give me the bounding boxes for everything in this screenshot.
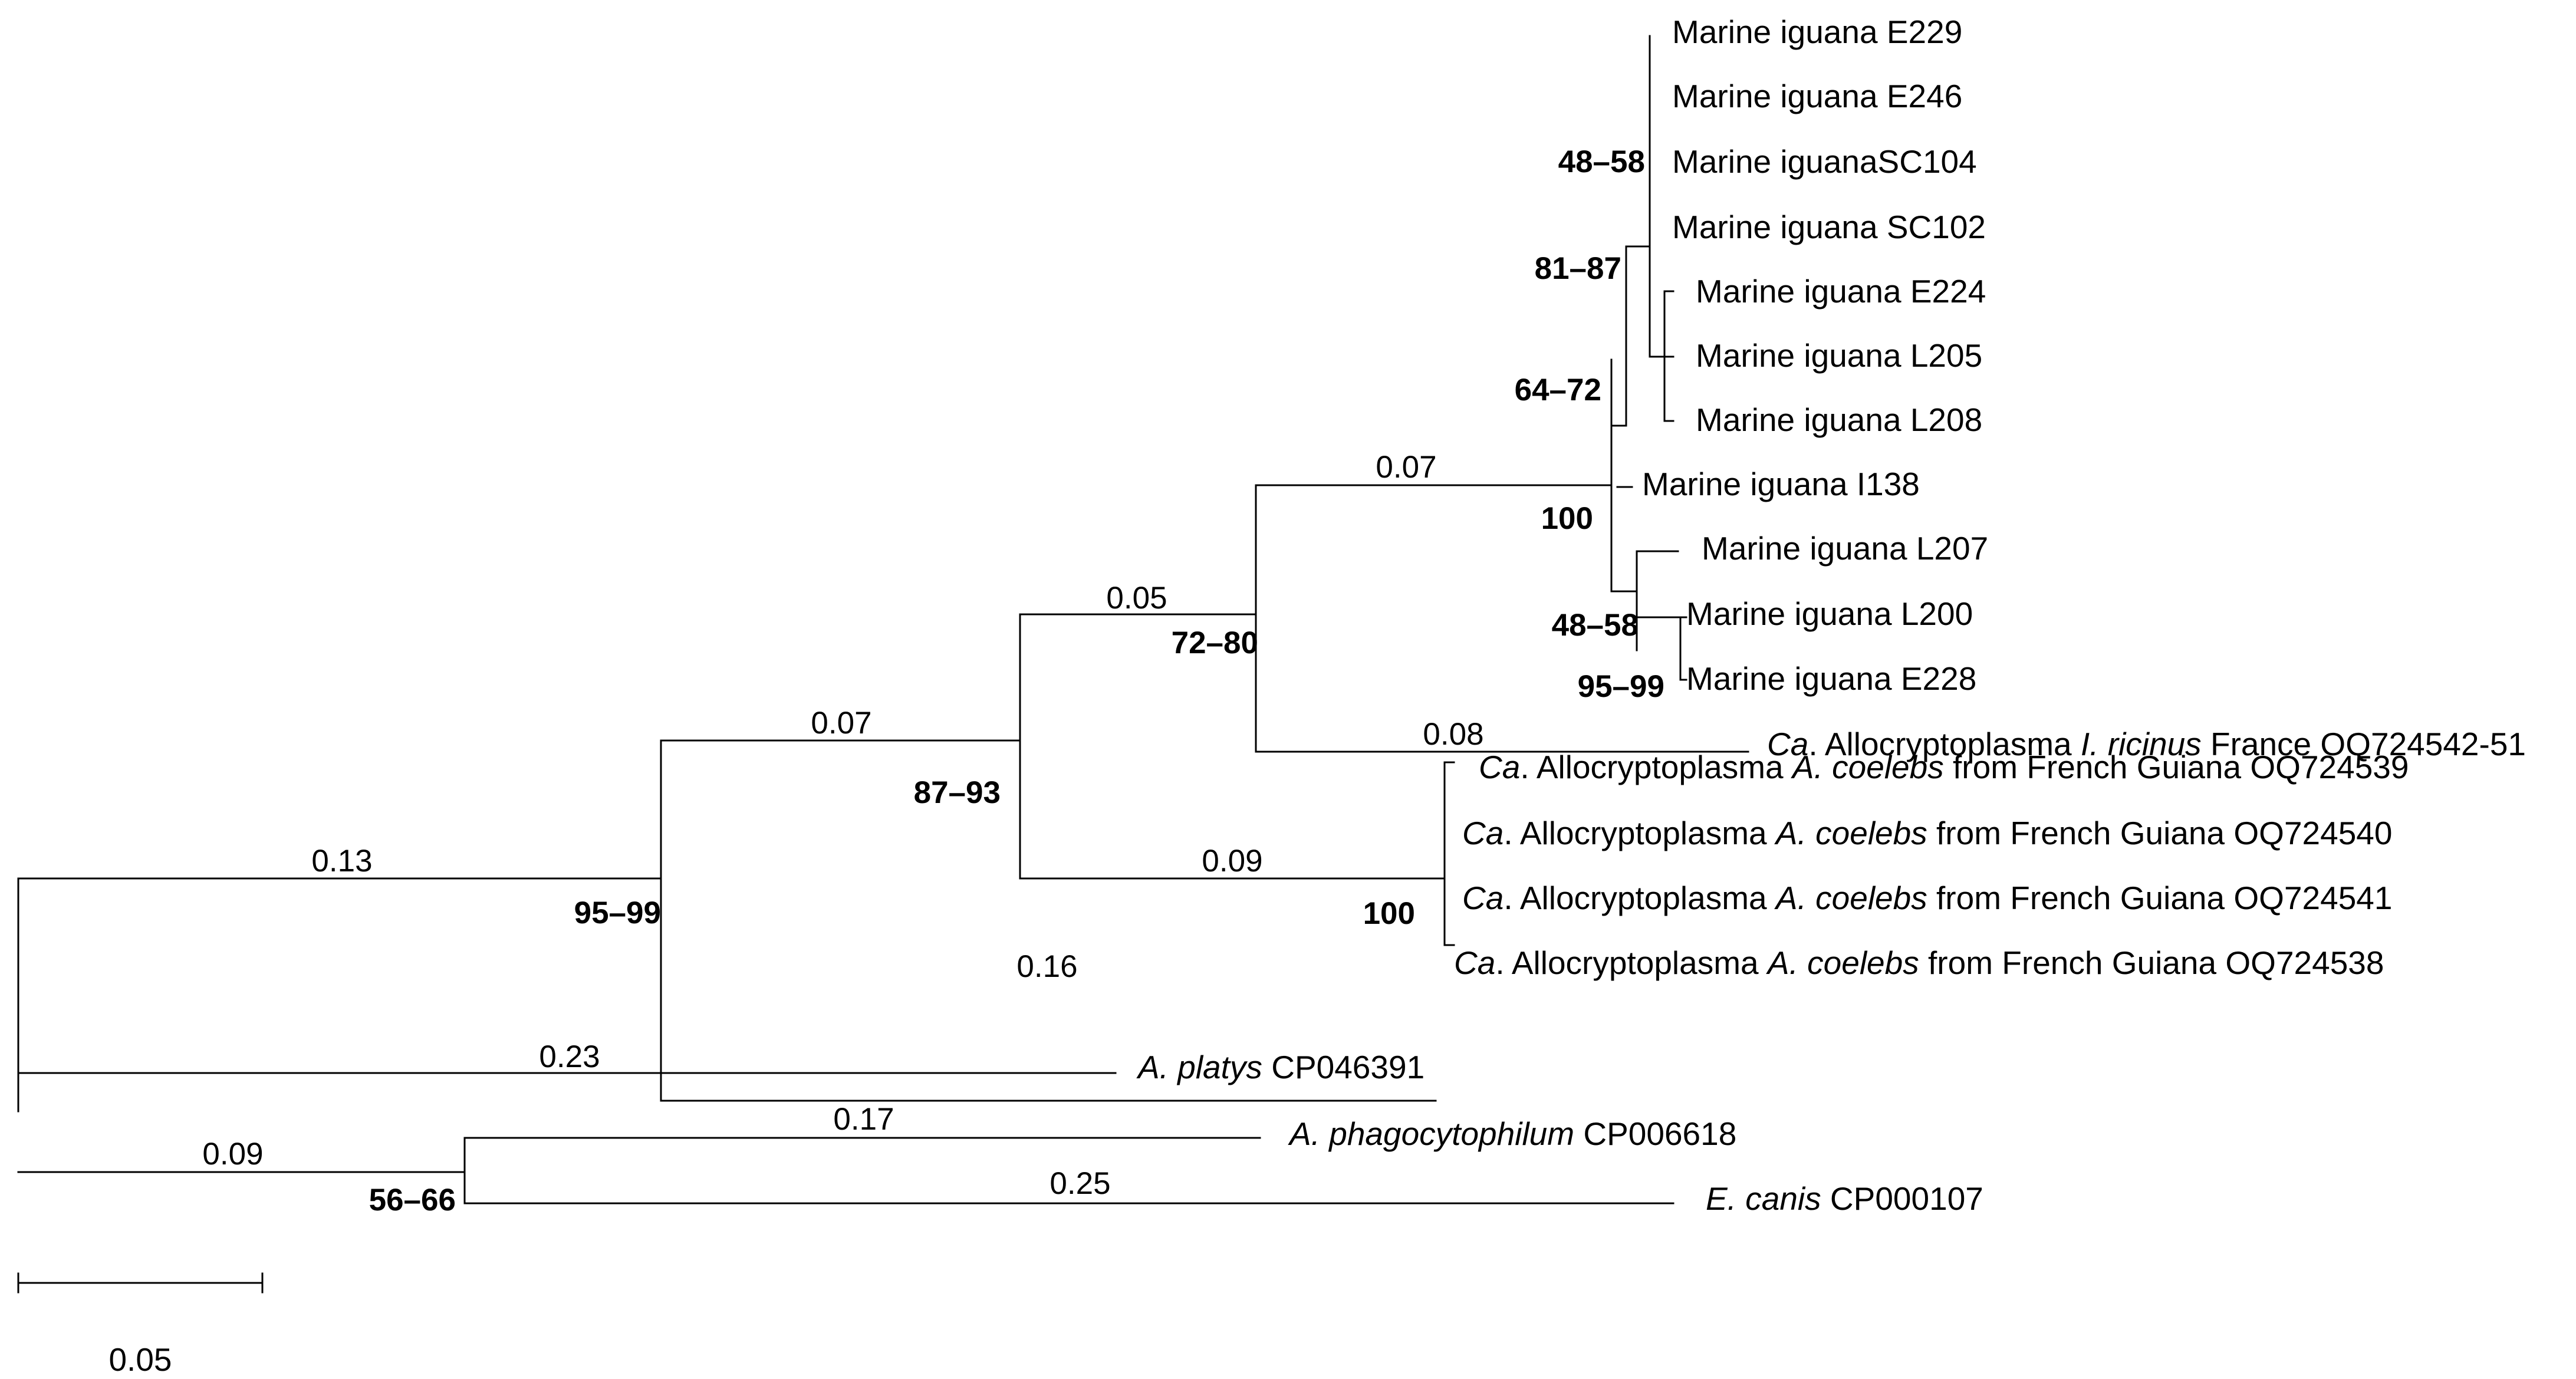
branch-length-labels: 0.13 0.07 0.05 0.07 0.08 0.09 0.16 0.23 0.09 0.17… bbox=[202, 450, 1483, 1201]
tip-label-e229: Marine iguana E229 bbox=[1672, 14, 1962, 50]
branch-7 bbox=[1625, 35, 1651, 358]
branch-length-platys: 0.23 bbox=[539, 1039, 600, 1074]
branch-24 bbox=[17, 1137, 466, 1204]
tip-label-phago: A. phagocytophilum CP006618 bbox=[1288, 1115, 1736, 1152]
bootstrap-root-ca: 95–99 bbox=[574, 896, 661, 930]
tip-label-e228: Marine iguana E228 bbox=[1686, 660, 1976, 697]
scale-bar-label: 0.05 bbox=[108, 1341, 172, 1378]
bootstrap-ca-upper: 87–93 bbox=[914, 775, 1001, 810]
branch-1 bbox=[17, 739, 662, 1102]
branch-length-ca-inner: 0.05 bbox=[1106, 581, 1167, 616]
bootstrap-ca-inner: 72–80 bbox=[1172, 626, 1258, 660]
branch-length-root-ca: 0.13 bbox=[311, 844, 372, 878]
tip-label-canis: E. canis CP000107 bbox=[1706, 1180, 1983, 1217]
branch-13 bbox=[1610, 550, 1638, 651]
branch-15 bbox=[1636, 616, 1682, 681]
tip-label-e224: Marine iguana E224 bbox=[1696, 273, 1986, 310]
tip-label-l208: Marine iguana L208 bbox=[1696, 401, 1982, 438]
branch-length-ricinus: 0.08 bbox=[1423, 717, 1483, 752]
bootstrap-upper-iguana: 64–72 bbox=[1515, 373, 1601, 407]
branch-length-iguana-clade: 0.07 bbox=[1376, 450, 1436, 485]
tip-label-sc104: Marine iguanaSC104 bbox=[1672, 143, 1977, 180]
branch-length-oq724538: 0.16 bbox=[1016, 949, 1077, 984]
branch-length-phago: 0.17 bbox=[833, 1102, 894, 1137]
scale-bar-line bbox=[17, 1272, 264, 1294]
tip-label-platys: A. platys CP046391 bbox=[1136, 1049, 1424, 1085]
tip-label-e246: Marine iguana E246 bbox=[1672, 78, 1962, 114]
bootstrap-coelebs-clade: 100 bbox=[1363, 896, 1415, 931]
bootstrap-sc-group: 48–58 bbox=[1558, 144, 1645, 179]
bootstrap-labels: 48–58 81–87 64–72 100 48–58 95–99 72–80 87–93 10… bbox=[369, 144, 1664, 1217]
tip-label-oq724541: Ca. Allocryptoplasma A. coelebs from Fre… bbox=[1462, 880, 2392, 916]
tip-label-oq724538: Ca. Allocryptoplasma A. coelebs from Fre… bbox=[1454, 944, 2384, 981]
tip-label-ricinus: Ca. Allocryptoplasma I. ricinus France O… bbox=[1767, 726, 2526, 762]
bootstrap-l200-e228: 95–99 bbox=[1578, 669, 1664, 704]
tip-label-l200: Marine iguana L200 bbox=[1686, 595, 1973, 632]
tip-label-l205: Marine iguana L205 bbox=[1696, 337, 1982, 374]
bootstrap-l207-group: 48–58 bbox=[1552, 608, 1639, 643]
branch-6 bbox=[1610, 245, 1627, 427]
tip-label-l207: Marine iguana L207 bbox=[1702, 530, 1988, 567]
branch-19 bbox=[1019, 761, 1446, 946]
branch-3 bbox=[1019, 484, 1257, 753]
branch-length-outgroup: 0.09 bbox=[202, 1137, 263, 1171]
tree-branches bbox=[17, 35, 1749, 1204]
tip-label-oq724540: Ca. Allocryptoplasma A. coelebs from Fre… bbox=[1462, 815, 2392, 851]
branch-length-canis: 0.25 bbox=[1050, 1166, 1110, 1201]
branch-length-ca-upper: 0.07 bbox=[811, 706, 871, 740]
branch-8 bbox=[1649, 290, 1666, 422]
tip-label-sc102: Marine iguana SC102 bbox=[1672, 209, 1986, 245]
bootstrap-e224-group: 81–87 bbox=[1535, 251, 1621, 286]
scale-bar: 0.05 bbox=[17, 1272, 264, 1378]
bootstrap-outgroup: 56–66 bbox=[369, 1183, 456, 1217]
tip-label-i138: Marine iguana I138 bbox=[1642, 466, 1920, 502]
branch-2 bbox=[660, 613, 1021, 880]
tip-label-oq724539: Ca. Allocryptoplasma A. coelebs from Fre… bbox=[1479, 749, 2409, 785]
bootstrap-iguana-clade: 100 bbox=[1541, 501, 1593, 536]
branch-length-coelebs-clade: 0.09 bbox=[1202, 844, 1262, 878]
